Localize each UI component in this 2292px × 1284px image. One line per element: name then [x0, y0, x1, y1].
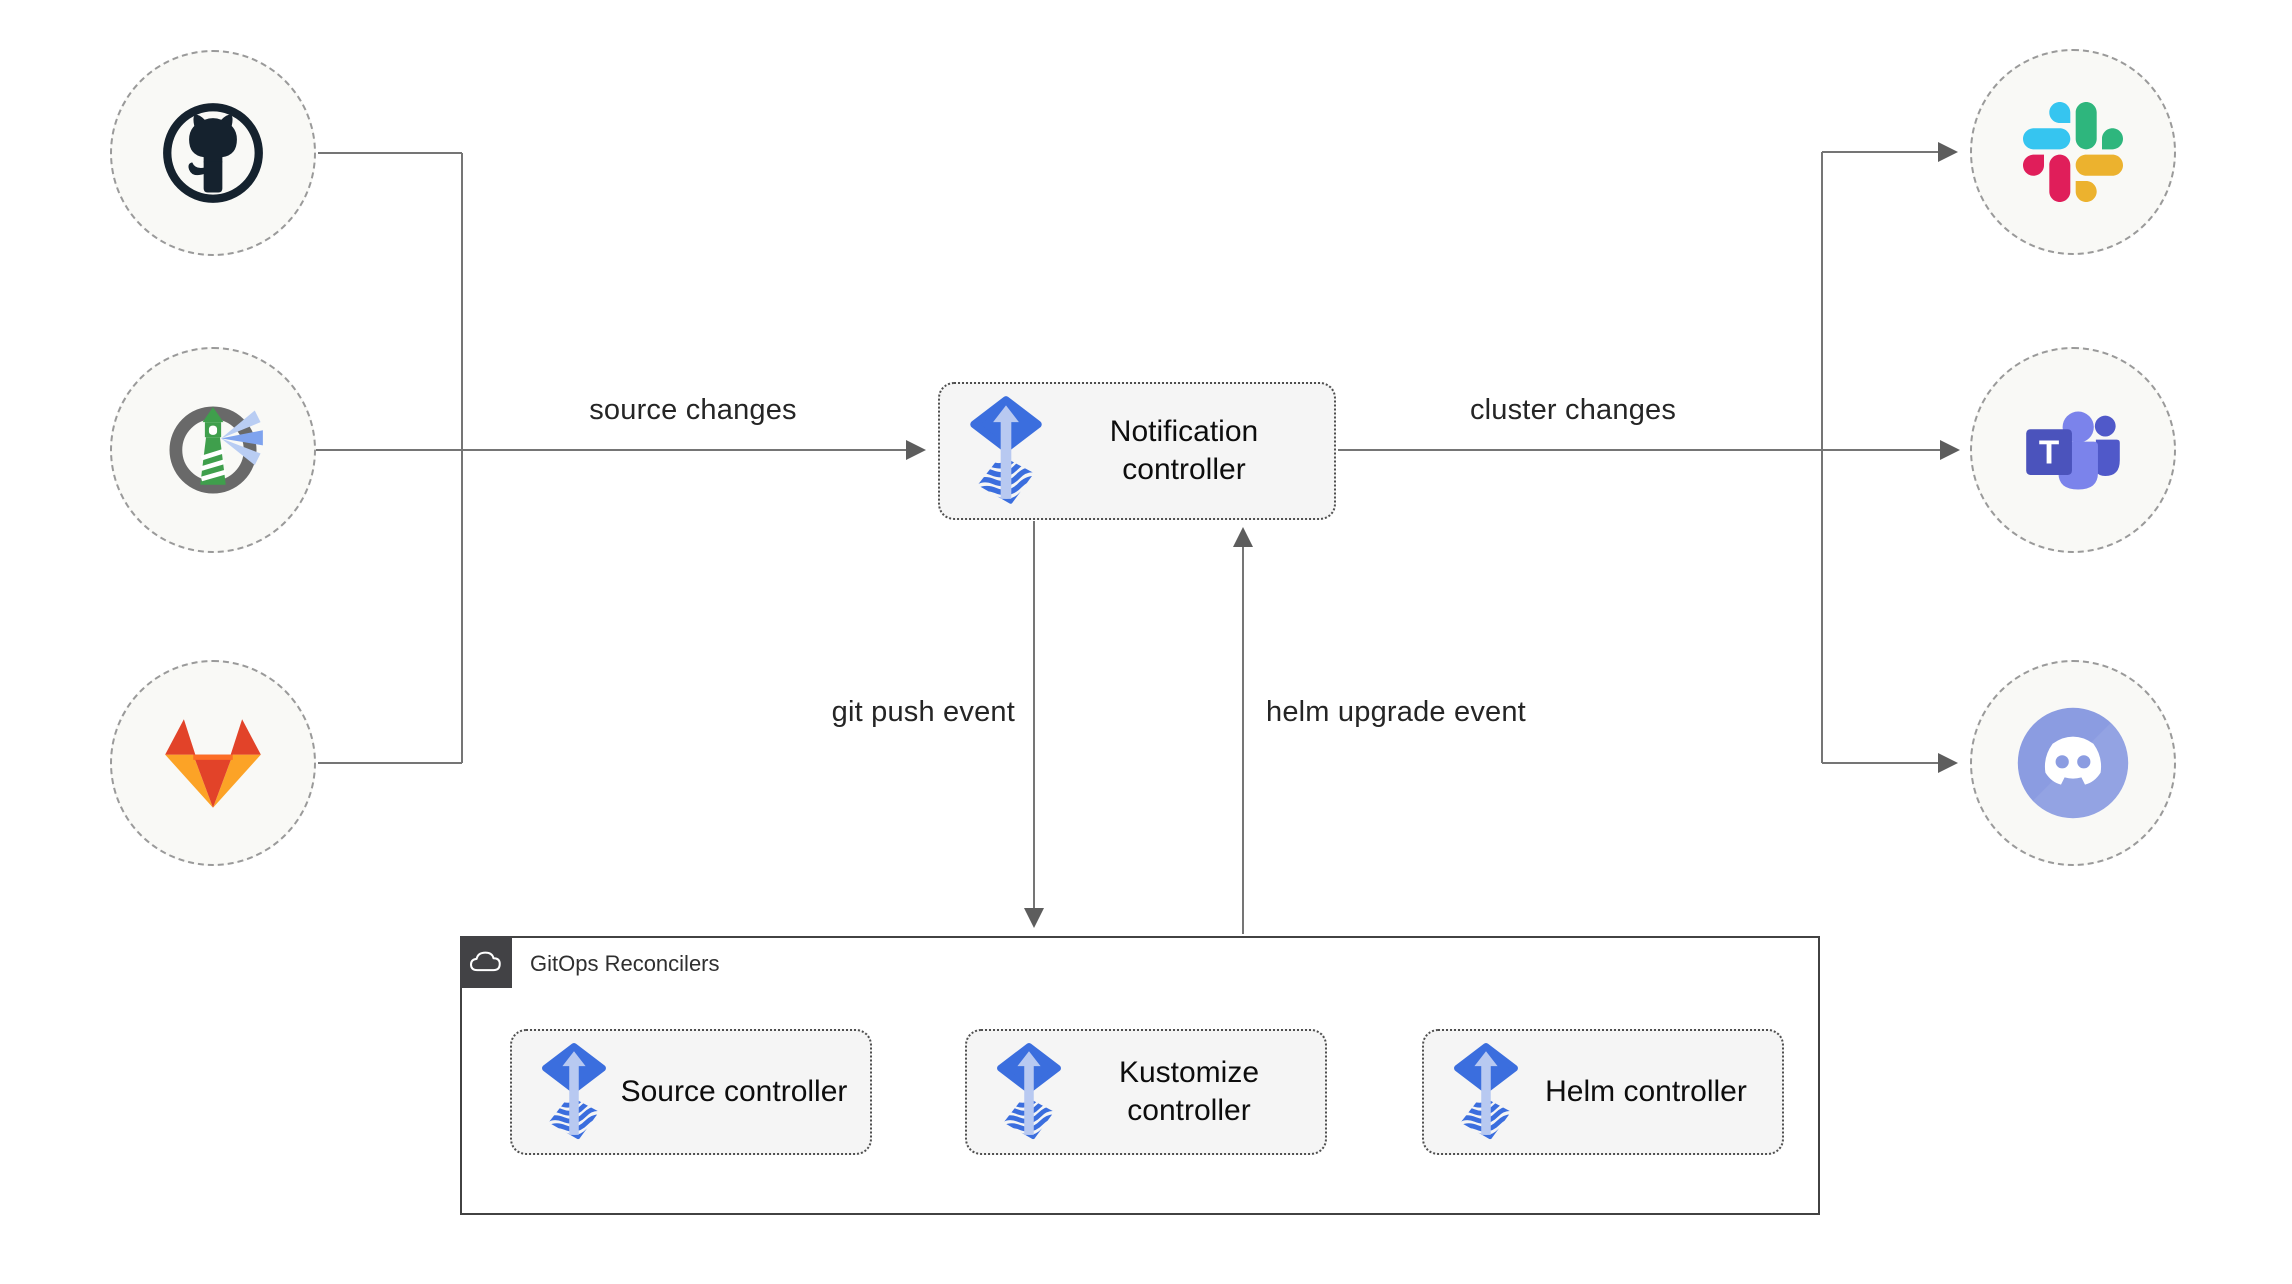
- node-discord: [1970, 660, 2176, 866]
- github-icon: [163, 103, 263, 203]
- flux-icon: [968, 394, 1044, 508]
- harbor-icon: [169, 406, 263, 494]
- notification-controller-label: Notification controller: [1109, 415, 1259, 486]
- node-harbor: [110, 347, 316, 553]
- source-controller-label: Source controller: [620, 1075, 848, 1108]
- edge-label-git-push-event: git push event: [831, 696, 1015, 728]
- node-github: [110, 50, 316, 256]
- node-slack: [1970, 49, 2176, 255]
- gitops-reconcilers-box: GitOps Reconcilers Source controller Kus…: [460, 936, 1820, 1215]
- teams-letter: T: [2039, 435, 2059, 472]
- kustomize-controller-box: Kustomize controller: [965, 1029, 1327, 1155]
- reconcilers-title: GitOps Reconcilers: [530, 951, 720, 976]
- flux-icon: [995, 1041, 1063, 1143]
- edge-label-helm-upgrade-event: helm upgrade event: [1266, 696, 1526, 728]
- gitlab-icon: [165, 718, 261, 808]
- source-controller-box: Source controller: [510, 1029, 872, 1155]
- discord-icon: [2017, 707, 2132, 822]
- flux-icon: [540, 1041, 608, 1143]
- reconcilers-badge: [460, 936, 512, 988]
- flux-icon: [1452, 1041, 1520, 1143]
- cloud-icon: [470, 951, 501, 972]
- slack-icon: [2023, 102, 2123, 202]
- node-gitlab: [110, 660, 316, 866]
- helm-controller-label: Helm controller: [1545, 1075, 1747, 1108]
- edge-label-source-changes: source changes: [589, 394, 797, 426]
- ms-teams-icon: T: [2026, 411, 2120, 490]
- edge-label-cluster-changes: cluster changes: [1469, 394, 1677, 426]
- node-ms-teams: T: [1970, 347, 2176, 553]
- kustomize-controller-label: Kustomize controller: [1118, 1056, 1260, 1127]
- notification-controller-box: Notification controller: [938, 382, 1336, 520]
- helm-controller-box: Helm controller: [1422, 1029, 1784, 1155]
